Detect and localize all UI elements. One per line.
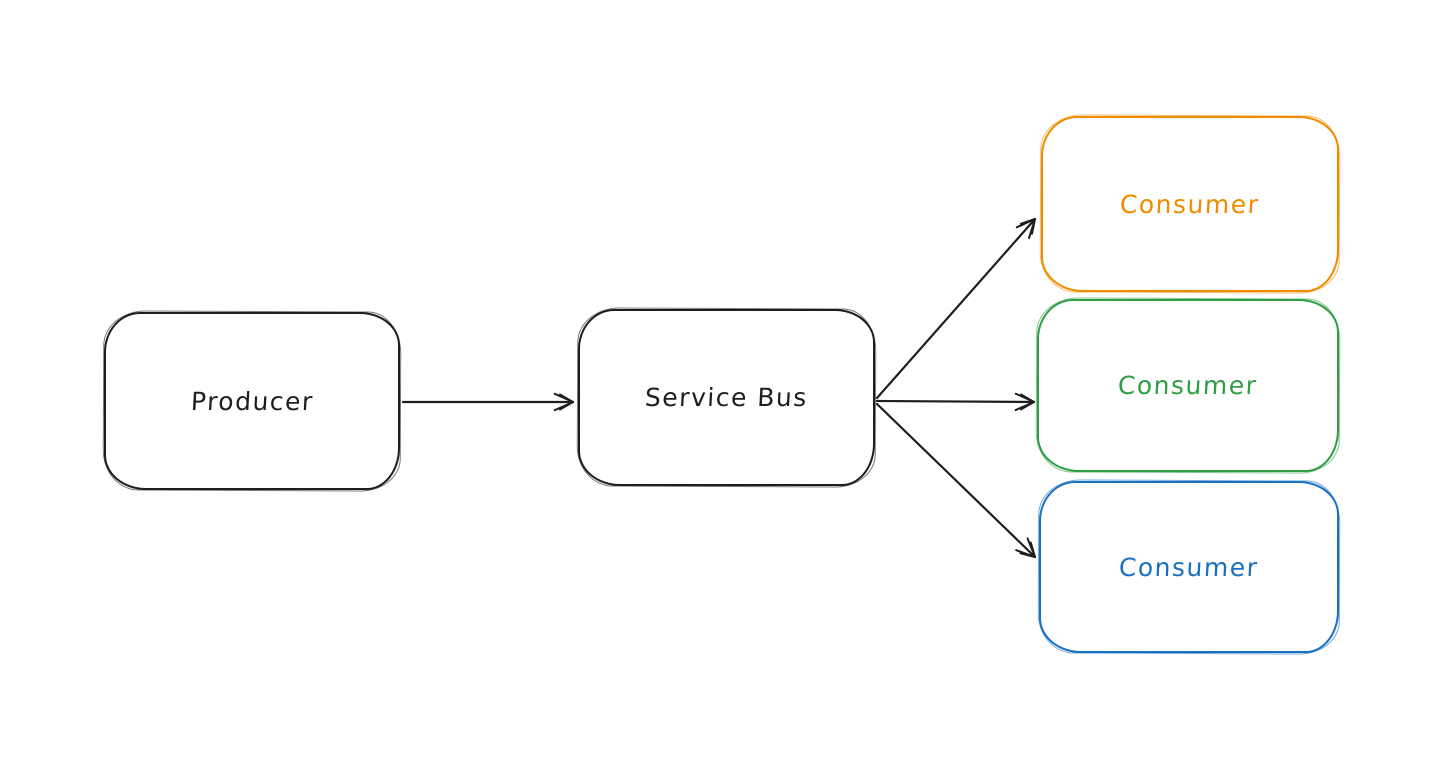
- arrow-bus-to-consumer-2[interactable]: [875, 392, 1036, 412]
- node-service-bus-label: Service Bus: [644, 383, 809, 412]
- arrow-producer-to-bus[interactable]: [401, 392, 575, 412]
- node-service-bus[interactable]: Service Bus: [578, 309, 875, 486]
- node-consumer-2[interactable]: Consumer: [1037, 299, 1339, 472]
- arrow-bus-to-consumer-1[interactable]: [875, 217, 1037, 400]
- node-consumer-1-label: Consumer: [1119, 189, 1261, 219]
- node-consumer-2-label: Consumer: [1117, 371, 1259, 400]
- arrow-bus-to-consumer-3[interactable]: [875, 402, 1037, 559]
- node-consumer-3-label: Consumer: [1118, 552, 1260, 582]
- node-producer-label: Producer: [189, 386, 315, 416]
- node-producer[interactable]: Producer: [104, 312, 400, 490]
- node-consumer-3[interactable]: Consumer: [1039, 481, 1339, 653]
- node-consumer-1[interactable]: Consumer: [1041, 116, 1339, 292]
